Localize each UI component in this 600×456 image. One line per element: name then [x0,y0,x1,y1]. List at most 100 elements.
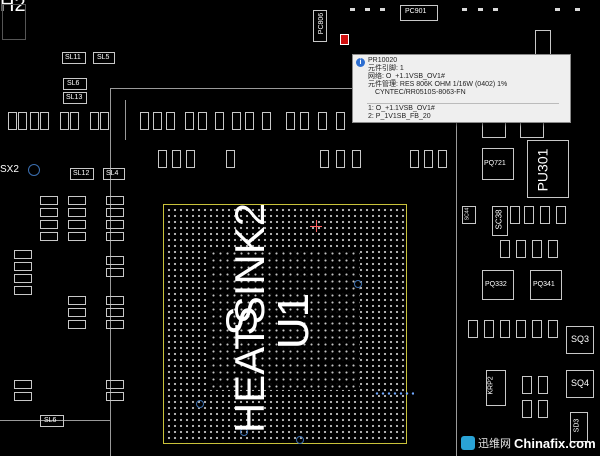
component-sl6-bottom[interactable] [40,415,64,427]
component[interactable] [198,112,207,130]
component-pq721[interactable] [482,148,514,180]
component[interactable] [548,240,558,258]
component[interactable] [215,112,224,130]
component[interactable] [484,320,494,338]
component[interactable] [438,150,447,168]
component[interactable] [186,150,195,168]
component[interactable] [516,240,526,258]
component[interactable] [106,208,124,217]
component[interactable] [68,232,86,241]
component[interactable] [548,320,558,338]
component[interactable] [106,308,124,317]
component-sl13[interactable] [63,92,87,104]
component[interactable] [106,380,124,389]
component[interactable] [106,256,124,265]
component[interactable] [524,206,534,224]
component-sl5[interactable] [93,52,115,64]
component[interactable] [14,392,32,401]
component[interactable] [532,240,542,258]
component[interactable] [532,320,542,338]
component[interactable] [106,220,124,229]
component[interactable] [410,150,419,168]
component[interactable] [262,112,271,130]
component-sl4[interactable] [103,168,125,180]
component[interactable] [245,112,254,130]
component[interactable] [14,274,32,283]
component[interactable] [106,196,124,205]
component[interactable] [232,112,241,130]
component[interactable] [336,150,345,168]
component[interactable] [106,232,124,241]
component[interactable] [18,112,27,130]
component[interactable] [556,206,566,224]
component[interactable] [14,262,32,271]
component-pq332[interactable] [482,270,514,300]
component[interactable] [14,380,32,389]
component-sc38[interactable] [492,206,508,236]
component-krp2[interactable] [486,370,506,406]
component[interactable] [286,112,295,130]
component[interactable] [500,320,510,338]
component[interactable] [106,268,124,277]
component[interactable] [516,320,526,338]
component-sd3[interactable] [570,412,588,442]
component-pq341[interactable] [530,270,562,300]
component[interactable] [40,208,58,217]
component[interactable] [166,112,175,130]
component[interactable] [424,150,433,168]
component-sl6-top[interactable] [63,78,87,90]
component[interactable] [540,206,550,224]
board-outline-left [110,88,111,456]
component[interactable] [158,150,167,168]
component[interactable] [318,112,327,130]
component[interactable] [510,206,520,224]
component[interactable] [106,392,124,401]
component[interactable] [522,400,532,418]
component[interactable] [70,112,79,130]
component[interactable] [68,308,86,317]
component[interactable] [500,240,510,258]
component-pc806[interactable] [313,10,327,42]
component[interactable] [522,376,532,394]
component[interactable] [336,112,345,130]
component[interactable] [153,112,162,130]
component-sl11[interactable] [62,52,86,64]
component[interactable] [185,112,194,130]
component-sl12[interactable] [70,168,94,180]
component[interactable] [68,296,86,305]
component[interactable] [8,112,17,130]
component[interactable] [106,296,124,305]
component-pu301[interactable] [527,140,569,198]
component[interactable] [352,150,361,168]
component[interactable] [106,320,124,329]
component[interactable] [68,208,86,217]
component[interactable] [40,232,58,241]
component[interactable] [40,112,49,130]
component[interactable] [30,112,39,130]
component[interactable] [14,250,32,259]
component[interactable] [468,320,478,338]
component-sc44[interactable] [462,206,476,224]
component[interactable] [68,196,86,205]
component[interactable] [68,320,86,329]
component[interactable] [14,286,32,295]
component[interactable] [40,196,58,205]
top-left-component[interactable] [2,4,26,40]
component-pc901[interactable] [400,5,438,21]
component[interactable] [140,112,149,130]
highlighted-pad[interactable] [340,34,349,45]
component[interactable] [226,150,235,168]
component[interactable] [60,112,69,130]
component[interactable] [68,220,86,229]
component[interactable] [538,400,548,418]
component[interactable] [320,150,329,168]
component[interactable] [100,112,109,130]
component[interactable] [90,112,99,130]
component[interactable] [300,112,309,130]
component[interactable] [40,220,58,229]
component[interactable] [172,150,181,168]
component[interactable] [538,376,548,394]
component-sq4[interactable] [566,370,594,398]
component-sq3[interactable] [566,326,594,354]
